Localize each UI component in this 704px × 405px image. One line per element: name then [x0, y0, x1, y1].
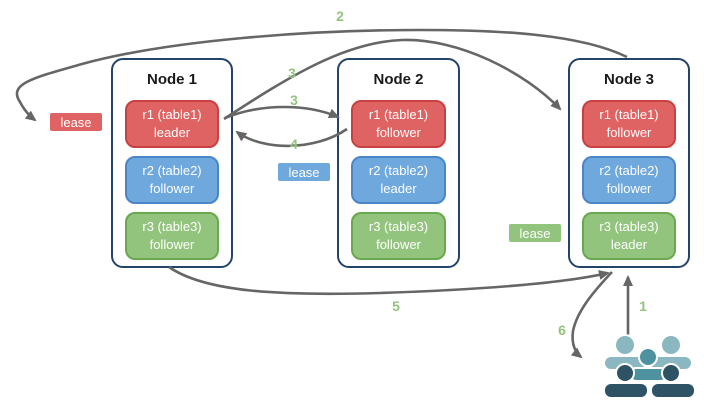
user-head — [615, 363, 635, 383]
range-role: leader — [153, 125, 191, 140]
arrow-step-3-to-node2 — [224, 105, 340, 120]
node-3-title: Node 3 — [603, 71, 654, 88]
node-3-box: Node 3 r1 (table1) follower r2 (table2) … — [568, 58, 690, 268]
node2-range-r2: r2 (table2) leader — [351, 156, 446, 204]
range-role: follower — [149, 181, 195, 196]
user-body — [650, 382, 696, 399]
user-body — [603, 355, 647, 371]
step-label-3-node3: 3 — [288, 65, 296, 81]
user-head — [614, 334, 636, 356]
range-label: r1 (table1) — [599, 107, 659, 123]
node1-range-r3: r3 (table3) follower — [125, 212, 219, 260]
user-head — [638, 347, 658, 367]
node1-range-r2: r2 (table2) follower — [125, 156, 219, 204]
user-head — [660, 334, 682, 356]
lease-badge-r3: lease — [507, 222, 563, 244]
range-label: r2 (table2) — [599, 163, 659, 179]
range-role: leader — [380, 181, 417, 196]
range-role: follower — [606, 181, 652, 196]
range-label: r3 (table3) — [368, 219, 429, 235]
user-body — [603, 382, 649, 399]
node-2-title: Node 2 — [373, 71, 424, 88]
arrow-step-2 — [15, 28, 628, 122]
node-1-title: Node 1 — [146, 71, 197, 88]
range-role: follower — [376, 237, 421, 252]
range-role: leader — [610, 237, 648, 252]
node2-range-r3: r3 (table3) follower — [351, 212, 446, 260]
node-2-box: Node 2 r1 (table1) follower r2 (table2) … — [337, 58, 460, 268]
range-label: r3 (table3) — [142, 219, 202, 235]
range-role: follower — [376, 125, 421, 140]
arrow-step-5 — [168, 265, 610, 296]
user-head — [661, 363, 681, 383]
users-icon — [603, 334, 696, 399]
step-label-5: 5 — [392, 298, 400, 314]
range-label: r1 (table1) — [142, 107, 202, 123]
node1-range-r1: r1 (table1) leader — [125, 100, 219, 148]
range-role: follower — [606, 125, 652, 140]
arrow-step-6 — [570, 271, 613, 359]
node3-range-r3: r3 (table3) leader — [582, 212, 676, 260]
range-label: r2 (table2) — [142, 163, 202, 179]
node3-range-r1: r1 (table1) follower — [582, 100, 676, 148]
range-label: r2 (table2) — [368, 163, 429, 179]
range-role: follower — [149, 237, 195, 252]
lease-badge-r2: lease — [276, 161, 332, 183]
step-label-1: 1 — [639, 298, 647, 314]
user-body — [629, 367, 668, 382]
lease-badge-r1: lease — [48, 111, 104, 133]
node-1-box: Node 1 r1 (table1) leader r2 (table2) fo… — [111, 58, 233, 268]
range-label: r3 (table3) — [599, 219, 659, 235]
step-label-4: 4 — [290, 136, 298, 152]
step-label-3-node2: 3 — [290, 92, 298, 108]
user-body — [649, 355, 693, 371]
step-label-6: 6 — [558, 322, 566, 338]
node3-range-r2: r2 (table2) follower — [582, 156, 676, 204]
node2-range-r1: r1 (table1) follower — [351, 100, 446, 148]
step-label-2: 2 — [336, 8, 344, 24]
range-label: r1 (table1) — [368, 107, 429, 123]
